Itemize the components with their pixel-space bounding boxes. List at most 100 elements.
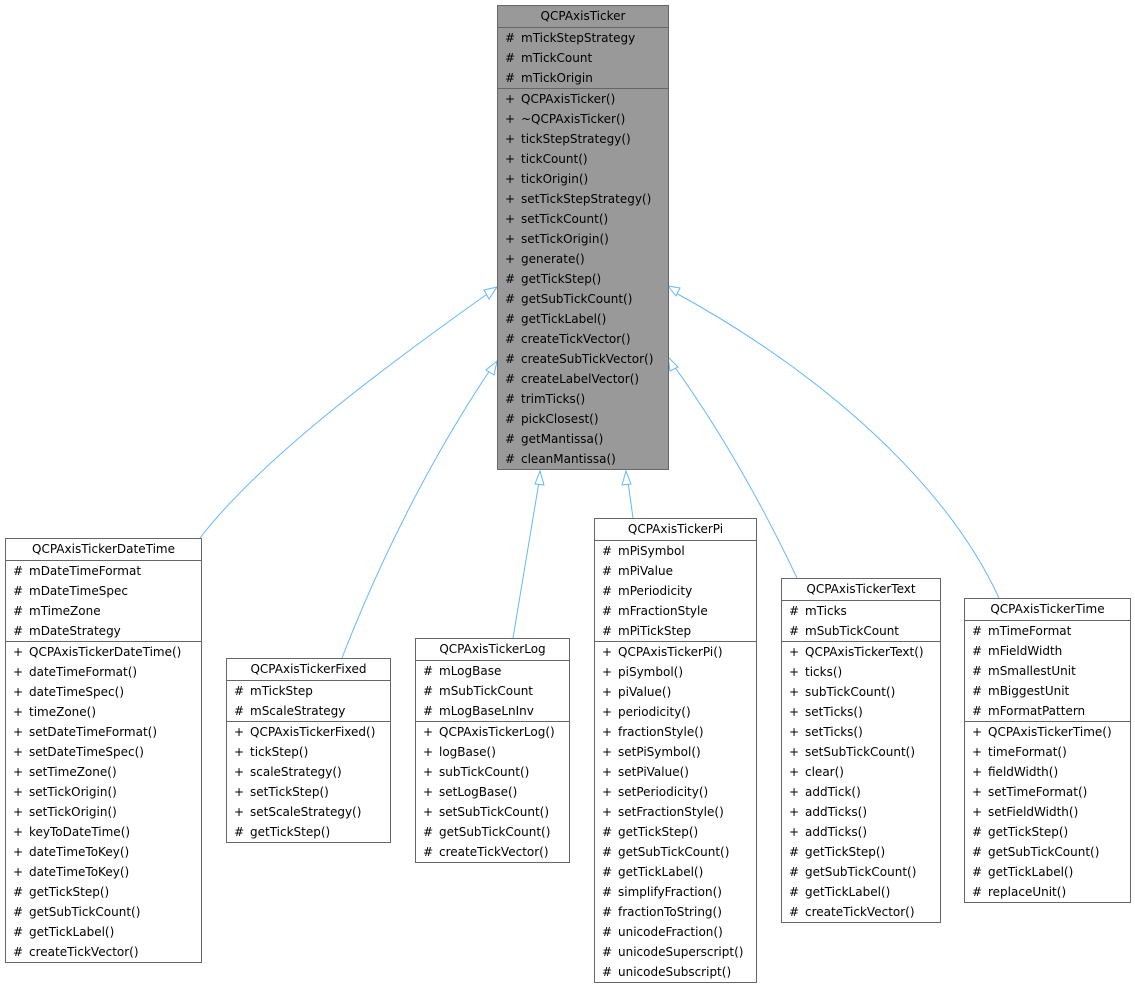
method-row[interactable]: +scaleStrategy() [227,762,390,782]
method-row[interactable]: #getTickStep() [595,822,756,842]
method-row[interactable]: #fractionToString() [595,902,756,922]
attribute-row[interactable]: #mFormatPattern [965,701,1130,721]
attribute-row[interactable]: #mLogBaseLnInv [416,701,569,721]
method-row[interactable]: +subTickCount() [416,762,569,782]
method-row[interactable]: #pickClosest() [498,409,668,429]
method-row[interactable]: +periodicity() [595,702,756,722]
method-row[interactable]: +QCPAxisTickerLog() [416,722,569,742]
method-row[interactable]: +dateTimeFormat() [6,662,201,682]
method-row[interactable]: +fieldWidth() [965,762,1130,782]
method-row[interactable]: +logBase() [416,742,569,762]
attribute-row[interactable]: #mTicks [782,601,940,621]
method-row[interactable]: #createTickVector() [6,942,201,962]
method-row[interactable]: #createTickVector() [498,329,668,349]
attribute-row[interactable]: #mSubTickCount [782,621,940,641]
attribute-row[interactable]: #mFieldWidth [965,641,1130,661]
class-box-qcpaxistickerfixed[interactable]: QCPAxisTickerFixed #mTickStep#mScaleStra… [226,658,391,843]
method-row[interactable]: +~QCPAxisTicker() [498,109,668,129]
class-box-qcpaxistickertime[interactable]: QCPAxisTickerTime #mTimeFormat#mFieldWid… [964,598,1131,903]
method-row[interactable]: #getTickStep() [782,842,940,862]
method-row[interactable]: #getSubTickCount() [498,289,668,309]
method-row[interactable]: +QCPAxisTickerFixed() [227,722,390,742]
attribute-row[interactable]: #mPiValue [595,561,756,581]
attribute-row[interactable]: #mTickStepStrategy [498,28,668,48]
method-row[interactable]: +generate() [498,249,668,269]
attribute-row[interactable]: #mPiTickStep [595,621,756,641]
method-row[interactable]: +setFractionStyle() [595,802,756,822]
method-row[interactable]: +tickOrigin() [498,169,668,189]
class-box-qcpaxistickerlog[interactable]: QCPAxisTickerLog #mLogBase#mSubTickCount… [415,638,570,863]
method-row[interactable]: +dateTimeToKey() [6,862,201,882]
method-row[interactable]: +setPiValue() [595,762,756,782]
method-row[interactable]: #cleanMantissa() [498,449,668,469]
method-row[interactable]: #getTickStep() [227,822,390,842]
method-row[interactable]: +setScaleStrategy() [227,802,390,822]
method-row[interactable]: +setTimeFormat() [965,782,1130,802]
method-row[interactable]: #createTickVector() [782,902,940,922]
method-row[interactable]: +clear() [782,762,940,782]
method-row[interactable]: +setSubTickCount() [416,802,569,822]
method-row[interactable]: #createSubTickVector() [498,349,668,369]
class-box-qcpaxistickertext[interactable]: QCPAxisTickerText #mTicks#mSubTickCount … [781,578,941,923]
method-row[interactable]: +setTimeZone() [6,762,201,782]
method-row[interactable]: #unicodeSuperscript() [595,942,756,962]
method-row[interactable]: +setSubTickCount() [782,742,940,762]
method-row[interactable]: +tickCount() [498,149,668,169]
method-row[interactable]: #unicodeSubscript() [595,962,756,982]
attribute-row[interactable]: #mDateStrategy [6,621,201,641]
class-box-qcpaxistickerdatetime[interactable]: QCPAxisTickerDateTime #mDateTimeFormat#m… [5,538,202,963]
attribute-row[interactable]: #mSmallestUnit [965,661,1130,681]
attribute-row[interactable]: #mScaleStrategy [227,701,390,721]
method-row[interactable]: +setPiSymbol() [595,742,756,762]
method-row[interactable]: #getSubTickCount() [965,842,1130,862]
method-row[interactable]: #getTickStep() [6,882,201,902]
method-row[interactable]: +piSymbol() [595,662,756,682]
method-row[interactable]: +setTicks() [782,702,940,722]
method-row[interactable]: +QCPAxisTickerPi() [595,642,756,662]
attribute-row[interactable]: #mTickOrigin [498,68,668,88]
attribute-row[interactable]: #mDateTimeSpec [6,581,201,601]
method-row[interactable]: #getTickLabel() [595,862,756,882]
method-row[interactable]: +setTickOrigin() [6,782,201,802]
method-row[interactable]: +QCPAxisTicker() [498,89,668,109]
method-row[interactable]: +keyToDateTime() [6,822,201,842]
method-row[interactable]: +tickStepStrategy() [498,129,668,149]
method-row[interactable]: +setTickStep() [227,782,390,802]
method-row[interactable]: #getSubTickCount() [416,822,569,842]
method-row[interactable]: #getTickLabel() [782,882,940,902]
method-row[interactable]: #getTickLabel() [498,309,668,329]
method-row[interactable]: +ticks() [782,662,940,682]
attribute-row[interactable]: #mFractionStyle [595,601,756,621]
method-row[interactable]: #getSubTickCount() [6,902,201,922]
method-row[interactable]: +subTickCount() [782,682,940,702]
method-row[interactable]: +fractionStyle() [595,722,756,742]
method-row[interactable]: +setLogBase() [416,782,569,802]
method-row[interactable]: #getSubTickCount() [782,862,940,882]
method-row[interactable]: +QCPAxisTickerTime() [965,722,1130,742]
method-row[interactable]: +QCPAxisTickerDateTime() [6,642,201,662]
method-row[interactable]: #simplifyFraction() [595,882,756,902]
method-row[interactable]: #replaceUnit() [965,882,1130,902]
class-box-qcpaxistickerpi[interactable]: QCPAxisTickerPi #mPiSymbol#mPiValue#mPer… [594,518,757,983]
method-row[interactable]: +addTick() [782,782,940,802]
method-row[interactable]: #getSubTickCount() [595,842,756,862]
class-box-qcpaxisticker[interactable]: QCPAxisTicker #mTickStepStrategy#mTickCo… [497,5,669,470]
method-row[interactable]: +setTickStepStrategy() [498,189,668,209]
method-row[interactable]: +setTickOrigin() [6,802,201,822]
attribute-row[interactable]: #mPeriodicity [595,581,756,601]
method-row[interactable]: +dateTimeSpec() [6,682,201,702]
attribute-row[interactable]: #mLogBase [416,661,569,681]
method-row[interactable]: +timeZone() [6,702,201,722]
attribute-row[interactable]: #mTickStep [227,681,390,701]
attribute-row[interactable]: #mBiggestUnit [965,681,1130,701]
method-row[interactable]: #trimTicks() [498,389,668,409]
method-row[interactable]: +setDateTimeFormat() [6,722,201,742]
method-row[interactable]: +setPeriodicity() [595,782,756,802]
method-row[interactable]: +dateTimeToKey() [6,842,201,862]
method-row[interactable]: +timeFormat() [965,742,1130,762]
method-row[interactable]: +setFieldWidth() [965,802,1130,822]
attribute-row[interactable]: #mPiSymbol [595,541,756,561]
attribute-row[interactable]: #mDateTimeFormat [6,561,201,581]
method-row[interactable]: +setDateTimeSpec() [6,742,201,762]
method-row[interactable]: #createTickVector() [416,842,569,862]
